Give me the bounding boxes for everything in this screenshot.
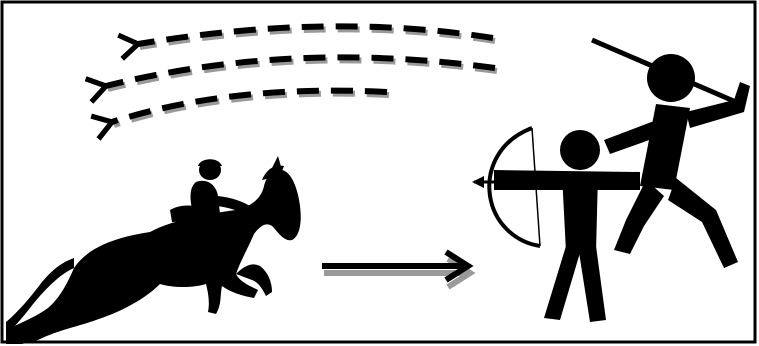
archer-icon [472, 126, 640, 322]
spear-thrower-icon [591, 37, 750, 268]
return-arrow-1 [117, 23, 494, 61]
return-arrow-2 [84, 54, 496, 104]
return-arrow-3 [90, 87, 388, 141]
arrow-right-icon [322, 249, 476, 290]
horse-rider-icon [6, 156, 301, 344]
return-arrows-group [84, 23, 498, 141]
